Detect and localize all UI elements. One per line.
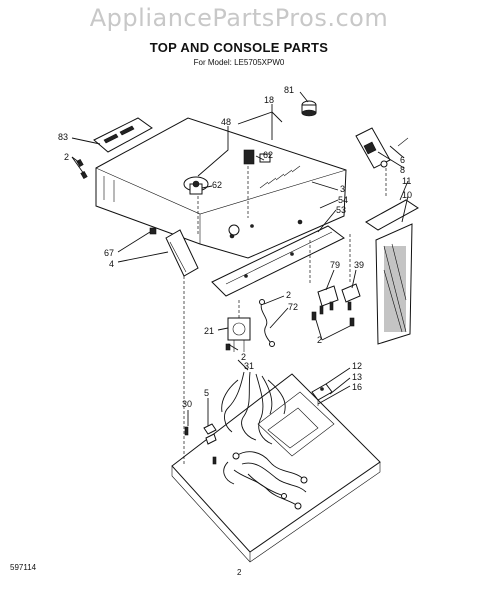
diagram-title: TOP AND CONSOLE PARTS — [149, 40, 329, 55]
control-knob — [301, 100, 317, 117]
callout-62b: 62 — [212, 180, 222, 190]
callout-79: 79 — [330, 260, 340, 270]
callout-18: 18 — [264, 95, 274, 105]
callout-2a: 2 — [64, 152, 69, 162]
console-end-cap-right — [365, 199, 419, 345]
callout-39: 39 — [354, 260, 364, 270]
timer-assembly — [183, 149, 271, 195]
callout-11: 11 — [402, 176, 411, 186]
wiring-harness — [221, 371, 308, 510]
callout-21: 21 — [204, 326, 214, 336]
callout-67: 67 — [104, 248, 114, 258]
callout-81: 81 — [284, 85, 294, 95]
site-watermark: AppliancePartsPros.com — [89, 4, 389, 32]
callout-labels: 81 18 83 48 2 62 62 6 8 11 10 3 54 53 67… — [58, 85, 412, 409]
document-code: 597114 — [10, 563, 37, 572]
callout-12: 12 — [352, 361, 362, 371]
callout-2c: 2 — [317, 335, 322, 345]
callout-2b: 2 — [286, 290, 291, 300]
callout-31: 31 — [244, 361, 254, 371]
callout-62a: 62 — [263, 150, 273, 160]
callout-4: 4 — [109, 259, 114, 269]
callout-2d: 2 — [241, 352, 246, 362]
callout-5: 5 — [204, 388, 209, 398]
callout-30: 30 — [182, 399, 192, 409]
cabinet-top — [171, 373, 381, 563]
callout-10: 10 — [402, 190, 412, 200]
callout-53: 53 — [336, 205, 346, 215]
leader-lines — [71, 91, 409, 464]
callout-16: 16 — [352, 382, 362, 392]
console-front-strip — [211, 225, 345, 297]
screws-left — [76, 158, 88, 180]
callout-13: 13 — [352, 372, 362, 382]
timer-motor — [225, 317, 251, 352]
callout-48: 48 — [221, 117, 231, 127]
console-end-bracket-right — [355, 127, 409, 169]
page-number: 2 — [237, 568, 242, 577]
callout-72: 72 — [288, 302, 298, 312]
callout-54: 54 — [338, 195, 348, 205]
callout-3: 3 — [340, 184, 345, 194]
callout-8: 8 — [400, 165, 405, 175]
selector-switches — [311, 283, 361, 327]
callout-83: 83 — [58, 132, 68, 142]
console-end-cap-left-lower — [149, 227, 199, 277]
console-back-panel — [95, 117, 347, 259]
terminal-clip — [203, 423, 217, 445]
callout-6: 6 — [400, 155, 405, 165]
jumper-wire — [259, 299, 275, 347]
diagram-subtitle: For Model: LE5705XPW0 — [193, 58, 285, 67]
console-end-cap-left — [93, 117, 153, 153]
door-stop-screw — [184, 426, 217, 465]
